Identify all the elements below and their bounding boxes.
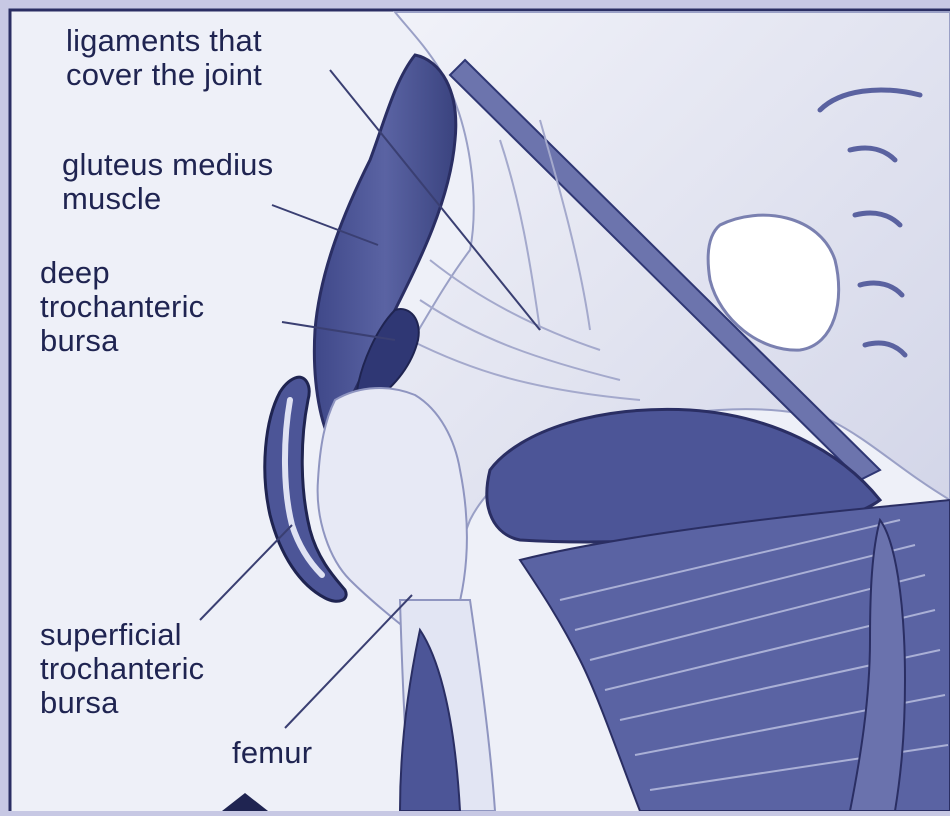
label-gluteus-medius: gluteus medius muscle bbox=[62, 148, 273, 216]
label-ligaments: ligaments that cover the joint bbox=[66, 24, 262, 92]
label-femur: femur bbox=[232, 736, 312, 770]
label-deep-bursa: deep trochanteric bursa bbox=[40, 256, 204, 358]
label-superficial-bursa: superficial trochanteric bursa bbox=[40, 618, 204, 720]
